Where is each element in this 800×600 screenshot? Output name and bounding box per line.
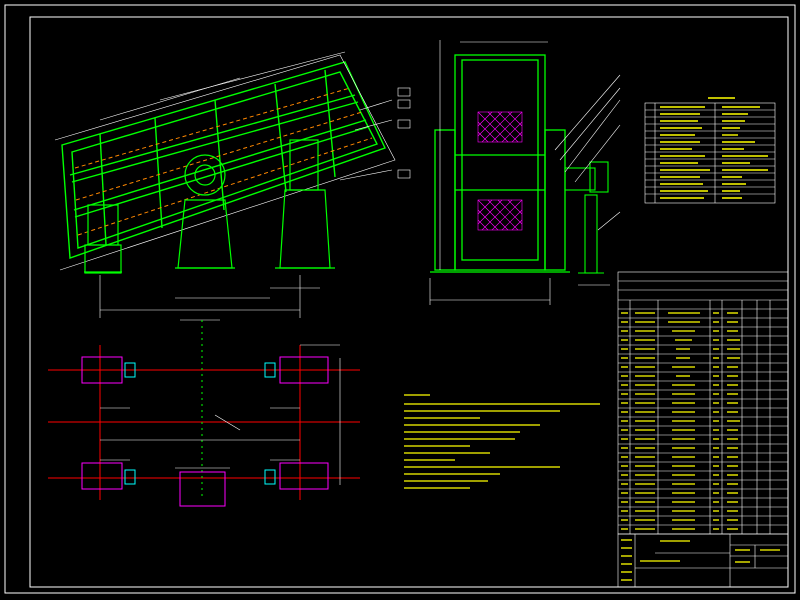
foundation-pads — [81, 356, 329, 507]
drive-support — [175, 154, 235, 269]
plan-dimensions — [100, 344, 341, 485]
part-leaders — [180, 87, 411, 321]
title-block-text-marks — [621, 539, 780, 581]
left-support — [84, 204, 122, 274]
end-view-mesh — [477, 111, 523, 231]
parts-list-text-marks — [621, 312, 740, 530]
screen-mesh-hatch — [74, 87, 373, 236]
outline-dimensions — [54, 51, 396, 271]
sheet-border — [4, 4, 796, 594]
base-dimensions — [99, 275, 320, 318]
motor-drive — [564, 161, 609, 274]
end-view-dimensions — [429, 40, 621, 305]
technical-notes — [404, 394, 600, 489]
screen-box — [61, 61, 386, 259]
parts-list-table — [617, 271, 789, 535]
right-support — [275, 139, 335, 269]
tech-spec-table — [644, 102, 776, 204]
anchor-bolts — [124, 362, 276, 485]
foundation-plan — [48, 320, 360, 507]
end-elevation-view — [429, 40, 621, 305]
side-elevation-view — [54, 51, 411, 321]
center-lines — [48, 345, 360, 500]
title-block — [617, 533, 789, 588]
tech-spec-text-marks — [660, 97, 768, 199]
